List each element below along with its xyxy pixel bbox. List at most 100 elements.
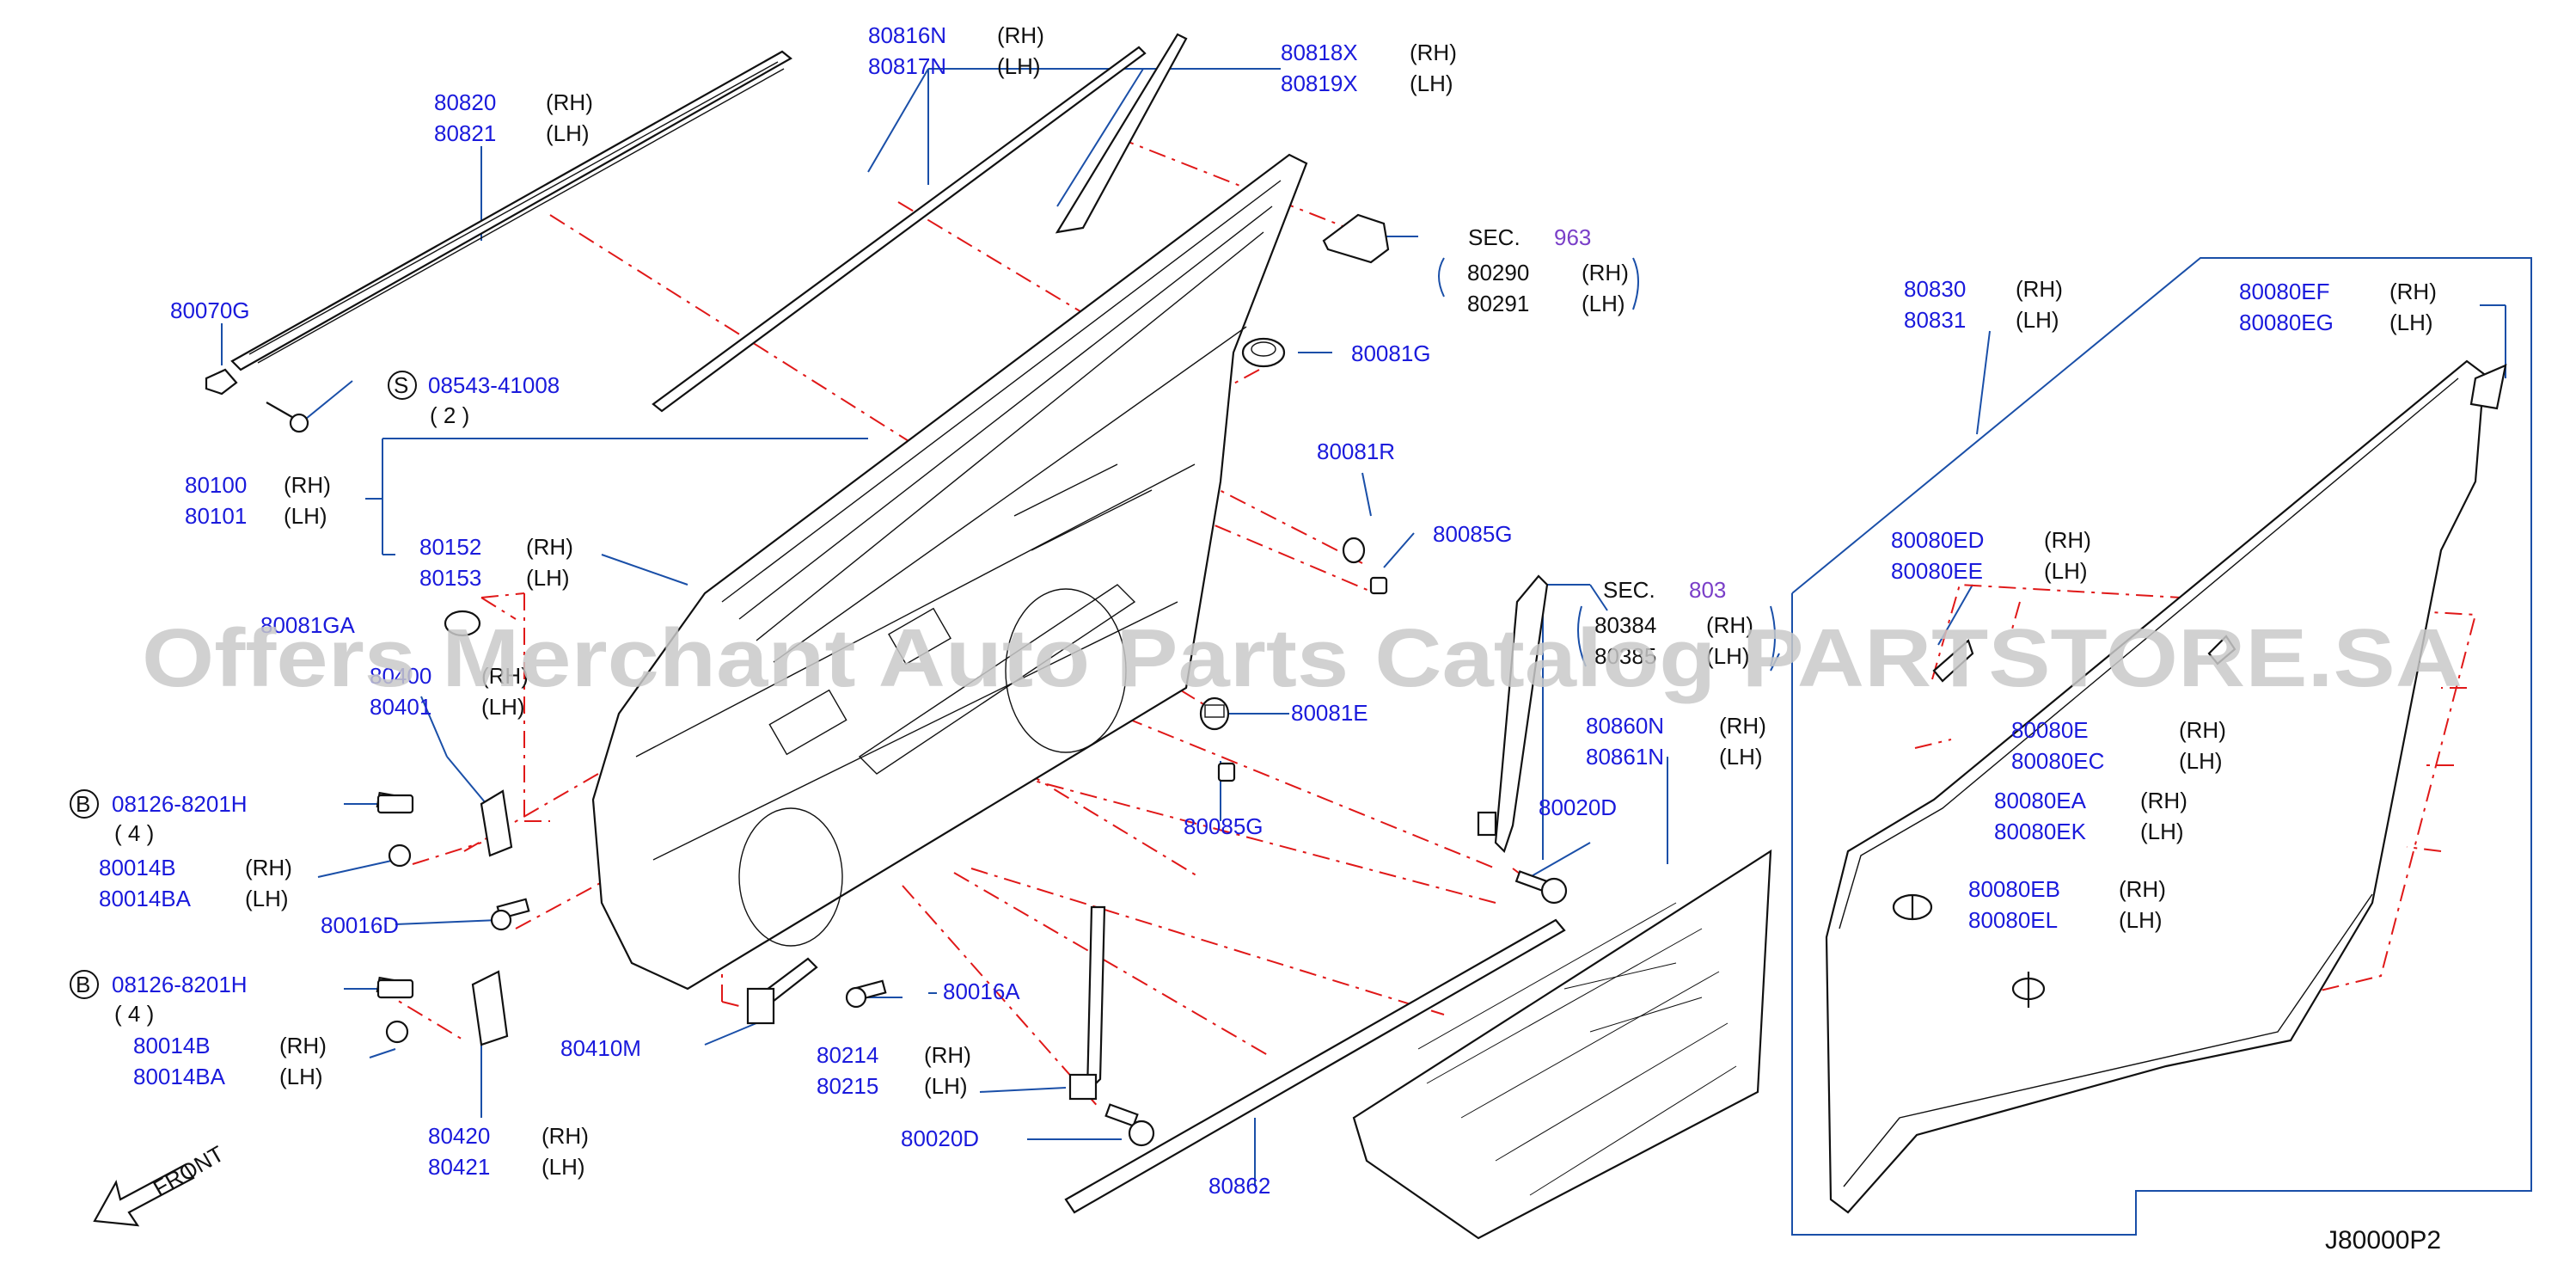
side-label: (LH) [997,53,1041,79]
part-number[interactable]: 80101 [185,503,247,529]
callout-08126-b: B 08126-8201H ( 4 ) [70,970,248,1027]
part-number[interactable]: 80080EB [1968,876,2060,902]
part-number[interactable]: 80152 [419,534,481,560]
part-number[interactable]: 80153 [419,565,481,591]
part-number[interactable]: 80384 [1594,612,1656,638]
part-number[interactable]: 80862 [1208,1173,1270,1199]
part-number[interactable]: 80080EF [2239,279,2330,304]
part-number[interactable]: 80817N [868,53,946,79]
side-label: (RH) [542,1123,589,1149]
part-number[interactable]: 80020D [1539,794,1617,820]
door-check-80410m [746,957,818,1025]
callout-80014b-a: 80014B 80014BA (RH) (LH) [99,855,292,911]
part-number[interactable]: 80081R [1317,439,1395,464]
callout-80020d-a: 80020D [1539,794,1617,820]
part-number[interactable]: 80014B [133,1033,211,1058]
callout-80081g: 80081G [1351,340,1431,366]
side-label: (RH) [2179,717,2226,743]
part-number[interactable]: 80215 [817,1073,878,1099]
quantity: ( 2 ) [430,402,469,428]
part-number[interactable]: 80080EL [1968,907,2058,933]
bolts-08126-lower [376,978,414,999]
screw-08543 [266,402,309,433]
part-number[interactable]: 80816N [868,22,946,48]
side-label: (RH) [2044,527,2091,553]
part-number[interactable]: 80016D [321,912,399,938]
part-number[interactable]: 80080EK [1994,819,2087,844]
part-number[interactable]: 80291 [1467,291,1529,316]
lower-molding-80862 [1064,918,1566,1214]
part-number[interactable]: 80080ED [1891,527,1984,553]
callout-80862: 80862 [1208,1173,1270,1199]
bolts-08126-upper [376,794,414,814]
part-number[interactable]: 80014B [99,855,176,880]
part-number[interactable]: 80070G [170,298,250,323]
grommet-80081ga [444,610,481,637]
part-number[interactable]: 80831 [1904,307,1966,333]
part-number[interactable]: 80861N [1586,744,1664,770]
circle-letter: B [76,972,90,997]
side-label: (RH) [279,1033,327,1058]
front-label: FRONT [149,1140,229,1201]
part-number[interactable]: 80214 [817,1042,878,1068]
callout-sec963: SEC. 963 80290 80291 (RH) (LH) [1467,224,1629,316]
sash-bracket-803 [1477,574,1549,854]
side-label: (LH) [1582,291,1625,316]
part-number[interactable]: 80081GA [260,612,356,638]
side-label: (RH) [2016,276,2063,302]
side-label: (RH) [924,1042,971,1068]
part-number[interactable]: 80819X [1281,71,1358,96]
callout-80080eb: 80080EB 80080EL (RH) (LH) [1968,876,2166,933]
clip-80080ed [1932,639,1974,683]
part-number[interactable]: 80821 [434,120,496,146]
part-number[interactable]: 80085G [1433,521,1513,547]
part-number[interactable]: 80016A [943,978,1020,1004]
part-number[interactable]: 80400 [370,663,431,689]
part-number[interactable]: 80290 [1467,260,1529,285]
side-label: (LH) [542,1154,585,1180]
side-label: (LH) [1719,744,1763,770]
callout-80100: 80100 80101 (RH) (LH) [185,472,331,529]
part-number[interactable]: 80100 [185,472,247,498]
plug-80085g [1369,576,1388,595]
section-number[interactable]: 963 [1554,224,1591,250]
part-number[interactable]: 80860N [1586,713,1664,739]
part-number[interactable]: 80410M [560,1035,641,1061]
part-number[interactable]: 80081E [1291,700,1368,726]
side-label: (RH) [2389,279,2437,304]
part-number[interactable]: 80020D [901,1126,979,1151]
callout-80400: 80400 80401 (RH) (LH) [370,663,529,720]
side-label: (RH) [245,855,292,880]
callout-80085g-a: 80085G [1433,521,1513,547]
part-number[interactable]: 80830 [1904,276,1966,302]
part-number[interactable]: 80421 [428,1154,490,1180]
section-number[interactable]: 803 [1689,577,1726,603]
callout-80410m: 80410M [560,1035,641,1061]
part-number[interactable]: 80014BA [99,886,192,911]
part-number[interactable]: 80014BA [133,1064,226,1089]
part-number[interactable]: 80081G [1351,340,1431,366]
part-number[interactable]: 80080E [2011,717,2089,743]
callout-80085g-b: 80085G [1184,813,1264,839]
part-number[interactable]: 08126-8201H [112,972,248,997]
part-number[interactable]: 80420 [428,1123,490,1149]
watermark: Offers Merchant Auto Parts Catalog PARTS… [142,612,2463,704]
door-shell [591,153,1308,991]
section-label: SEC. [1468,224,1521,250]
callout-80081ga: 80081GA [260,612,356,638]
part-number[interactable]: 08126-8201H [112,791,248,817]
part-number[interactable]: 80080EA [1994,788,2087,813]
part-number[interactable]: 80080EG [2239,310,2334,335]
part-number[interactable]: 80401 [370,694,431,720]
clip-80080e [2207,635,2236,666]
part-number[interactable]: 80080EE [1891,558,1983,584]
part-number[interactable]: 80085G [1184,813,1264,839]
callout-80214: 80214 80215 (RH) (LH) [817,1042,971,1099]
part-number[interactable]: 80820 [434,89,496,115]
part-number[interactable]: 80818X [1281,40,1358,65]
clip-80080eb [2011,972,2046,1008]
part-number[interactable]: 08543-41008 [428,372,560,398]
part-number[interactable]: 80385 [1594,643,1656,669]
part-number[interactable]: 80080EC [2011,748,2104,774]
